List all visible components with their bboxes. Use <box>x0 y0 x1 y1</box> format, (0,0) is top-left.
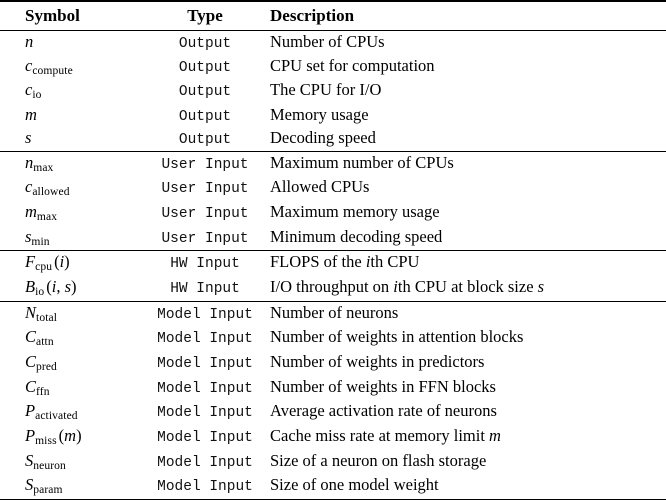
cell-symbol: Cpred <box>25 352 57 374</box>
cell-description: CPU set for computation <box>270 55 435 75</box>
cell-symbol: Bio(i, s) <box>25 277 77 299</box>
table-row: ccompute Output CPU set for computation <box>0 55 666 80</box>
cell-symbol: smin <box>25 226 50 248</box>
cell-symbol: Sneuron <box>25 450 66 472</box>
cell-symbol: mmax <box>25 202 58 224</box>
cell-symbol: callowed <box>25 177 70 199</box>
cell-symbol: cio <box>25 80 42 102</box>
cell-description: Decoding speed <box>270 128 376 148</box>
table-row: n Output Number of CPUs <box>0 31 666 55</box>
table-header: Symbol Type Description <box>0 0 666 32</box>
cell-type: Output <box>178 132 232 149</box>
cell-type: Model Input <box>157 331 253 348</box>
column-header-description: Description <box>262 0 666 32</box>
cell-description: Number of weights in predictors <box>270 352 485 372</box>
table-row: Pmiss(m) Model Input Cache miss rate at me… <box>0 425 666 450</box>
cell-symbol: Pactivated <box>25 401 78 423</box>
cell-type: Model Input <box>148 300 262 327</box>
cell-type: Model Input <box>157 479 253 496</box>
cell-description: FLOPS of the ith CPU <box>262 250 666 277</box>
cell-description: The CPU for I/O <box>270 80 382 100</box>
table-row: cio Output The CPU for I/O <box>0 79 666 104</box>
cell-type: Model Input <box>157 430 253 446</box>
cell-type: Output <box>178 36 232 53</box>
column-header-type: Type <box>148 0 262 32</box>
table-row: mmax User Input Maximum memory usage <box>0 201 666 226</box>
cell-type: User Input <box>148 150 262 177</box>
table-row: Sparam Model Input Size of one model weigh… <box>0 474 666 499</box>
cell-description: Allowed CPUs <box>270 177 370 197</box>
table-row: Cattn Model Input Number of weights in att… <box>0 326 666 351</box>
table-row: s Output Decoding speed <box>0 127 666 151</box>
cell-type: Output <box>178 59 232 76</box>
cell-symbol: Cffn <box>25 376 50 398</box>
table-row: Cpred Model Input Number of weights in pre… <box>0 351 666 376</box>
cell-type: HW Input <box>148 250 262 277</box>
cell-type: User Input <box>161 230 249 247</box>
cell-symbol: s <box>25 128 32 148</box>
cell-description: Size of one model weight <box>270 475 439 495</box>
table-row: Cffn Model Input Number of weights in FFN … <box>0 376 666 401</box>
cell-symbol: Fcpu(i) <box>0 250 148 277</box>
cell-description: Number of CPUs <box>270 32 385 52</box>
cell-type: Output <box>178 108 232 125</box>
cell-symbol: m <box>25 104 37 124</box>
table-row: Bio(i, s) HW Input I/O throughput on ith C… <box>0 276 666 301</box>
cell-symbol: Ntotal <box>0 300 148 327</box>
header-row: Symbol Type Description <box>0 0 666 32</box>
table-row: m Output Memory usage <box>0 104 666 127</box>
cell-symbol: Sparam <box>25 475 63 497</box>
cell-symbol: Pmiss(m) <box>25 426 82 447</box>
table-row: smin User Input Minimum decoding speed <box>0 226 666 251</box>
cell-symbol: Cattn <box>25 327 54 349</box>
cell-description: Maximum number of CPUs <box>262 150 666 177</box>
cell-type: Model Input <box>157 356 253 373</box>
table-row: Sneuron Model Input Size of a neuron on fl… <box>0 450 666 475</box>
cell-type: User Input <box>161 181 249 198</box>
cell-type: HW Input <box>170 281 240 298</box>
cell-description: Cache miss rate at memory limit m <box>270 426 501 445</box>
cell-description: Maximum memory usage <box>270 202 440 222</box>
cell-type: Model Input <box>157 405 253 422</box>
table-row: callowed User Input Allowed CPUs <box>0 176 666 201</box>
cell-symbol: nmax <box>0 150 148 177</box>
cell-type: Output <box>178 84 232 101</box>
cell-description: Number of weights in FFN blocks <box>270 376 496 396</box>
cell-description: Minimum decoding speed <box>270 226 443 246</box>
table-row: Pactivated Model Input Average activation … <box>0 400 666 425</box>
cell-description: Average activation rate of neurons <box>270 401 497 421</box>
cell-type: Model Input <box>157 380 253 397</box>
cell-symbol: n <box>25 32 34 52</box>
cell-type: Model Input <box>157 454 253 471</box>
cell-description: Memory usage <box>270 104 369 124</box>
column-header-symbol: Symbol <box>0 0 148 32</box>
cell-description: Number of neurons <box>262 300 666 327</box>
cell-description: Size of a neuron on flash storage <box>270 450 487 470</box>
cell-description: Number of weights in attention blocks <box>270 327 524 347</box>
cell-description: I/O throughput on ith CPU at block size … <box>270 277 545 297</box>
cell-symbol: ccompute <box>25 55 73 77</box>
cell-type: User Input <box>161 206 249 223</box>
